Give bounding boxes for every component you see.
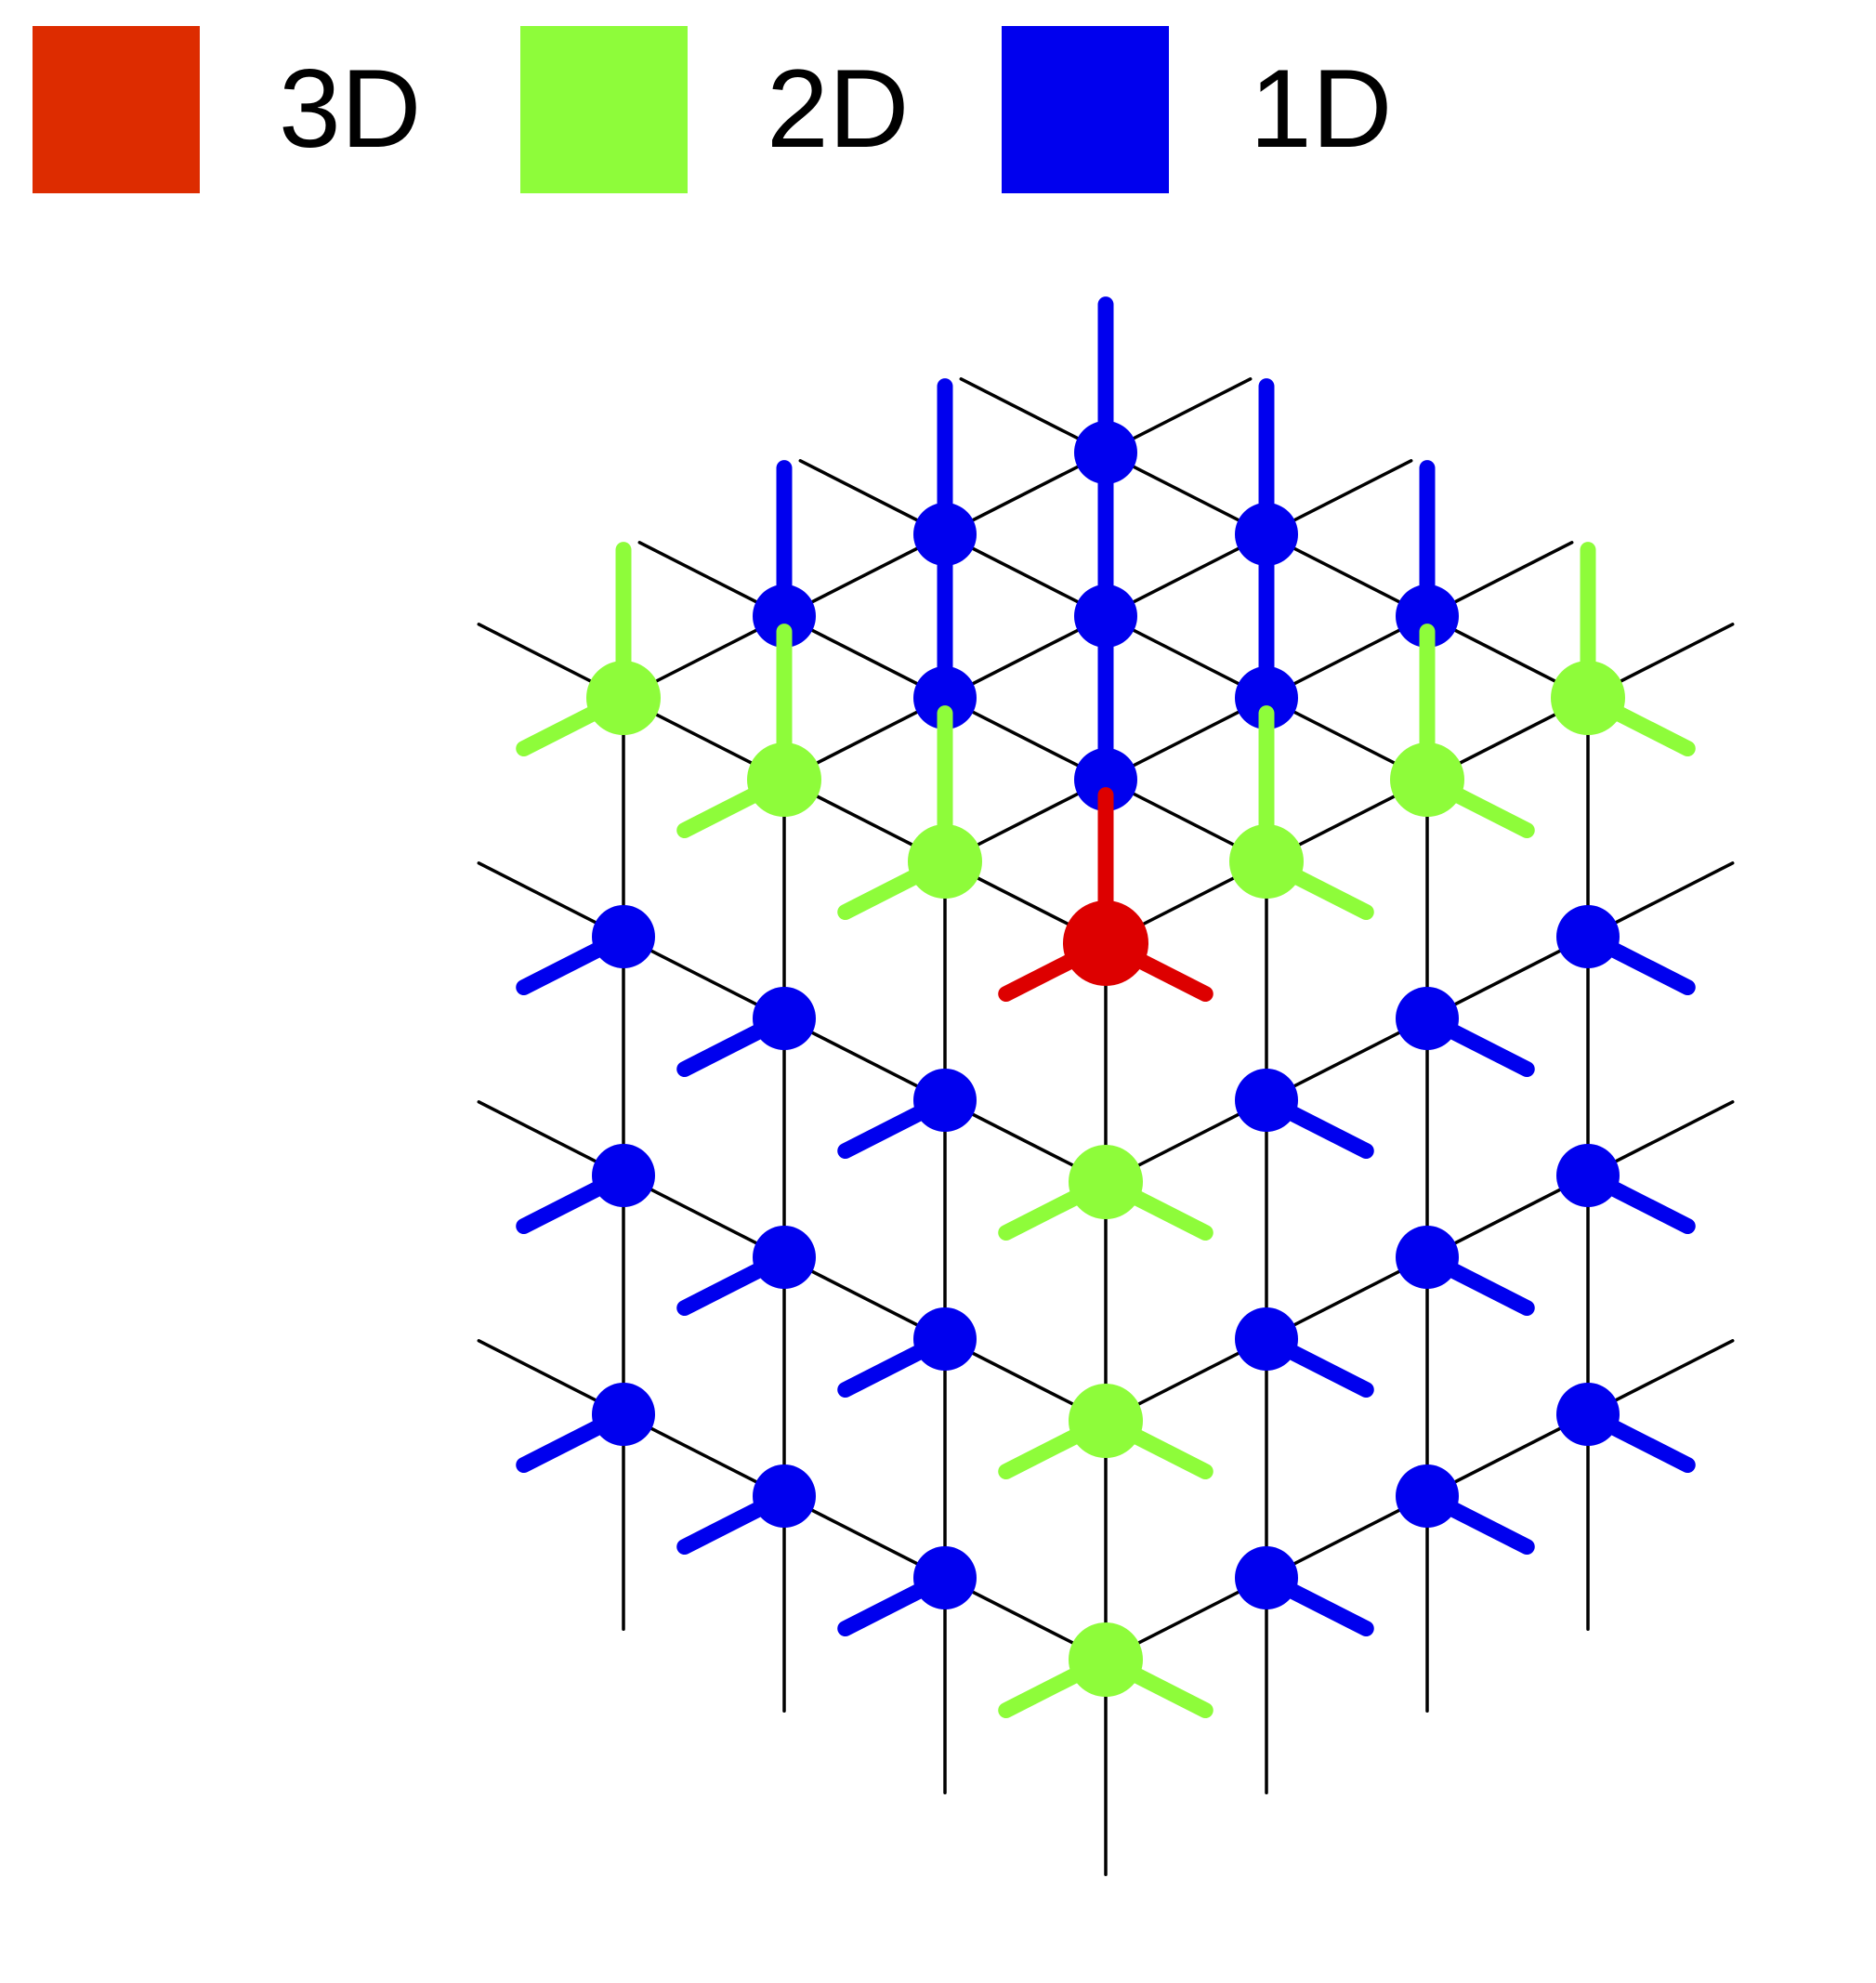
face-node-1d [753, 1226, 816, 1289]
face-node-1d [1396, 987, 1459, 1050]
legend: 3D 2D 1D [0, 0, 1876, 242]
face-node-1d [1556, 905, 1620, 968]
edge-node-2d [1551, 661, 1625, 735]
face-node-1d [1235, 666, 1298, 729]
face-node-1d [913, 666, 977, 729]
edge-node-2d [747, 742, 821, 817]
legend-swatch-3d [33, 26, 200, 193]
face-node-1d [1235, 503, 1298, 566]
face-node-1d [1396, 1226, 1459, 1289]
face-node-1d [913, 1069, 977, 1132]
face-node-1d [1235, 1546, 1298, 1609]
legend-swatch-2d [520, 26, 688, 193]
edge-node-2d [1069, 1145, 1143, 1219]
edge-node-2d [586, 661, 661, 735]
face-node-1d [1235, 1069, 1298, 1132]
edge-node-2d [908, 824, 982, 899]
face-node-1d [753, 987, 816, 1050]
edge-node-2d [1229, 824, 1304, 899]
legend-label-3d: 3D [279, 46, 422, 171]
legend-swatch-1d [1002, 26, 1169, 193]
face-node-1d [913, 1546, 977, 1609]
edge-node-2d [1069, 1384, 1143, 1458]
face-node-1d [1074, 584, 1137, 648]
face-node-1d [1074, 748, 1137, 811]
legend-label-2d: 2D [767, 46, 910, 171]
face-node-1d [1396, 1464, 1459, 1528]
face-node-1d [1556, 1383, 1620, 1446]
face-node-1d [1396, 584, 1459, 648]
corner-node-3d [1063, 900, 1148, 986]
edge-node-2d [1069, 1622, 1143, 1697]
face-node-1d [1556, 1144, 1620, 1207]
face-node-1d [913, 503, 977, 566]
edge-node-2d [1390, 742, 1464, 817]
face-node-1d [913, 1307, 977, 1371]
face-node-1d [592, 1144, 655, 1207]
face-node-1d [753, 1464, 816, 1528]
legend-label-1d: 1D [1250, 46, 1393, 171]
face-node-1d [592, 905, 655, 968]
face-node-1d [592, 1383, 655, 1446]
face-node-1d [1235, 1307, 1298, 1371]
face-node-1d [753, 584, 816, 648]
face-node-1d [1074, 421, 1137, 484]
